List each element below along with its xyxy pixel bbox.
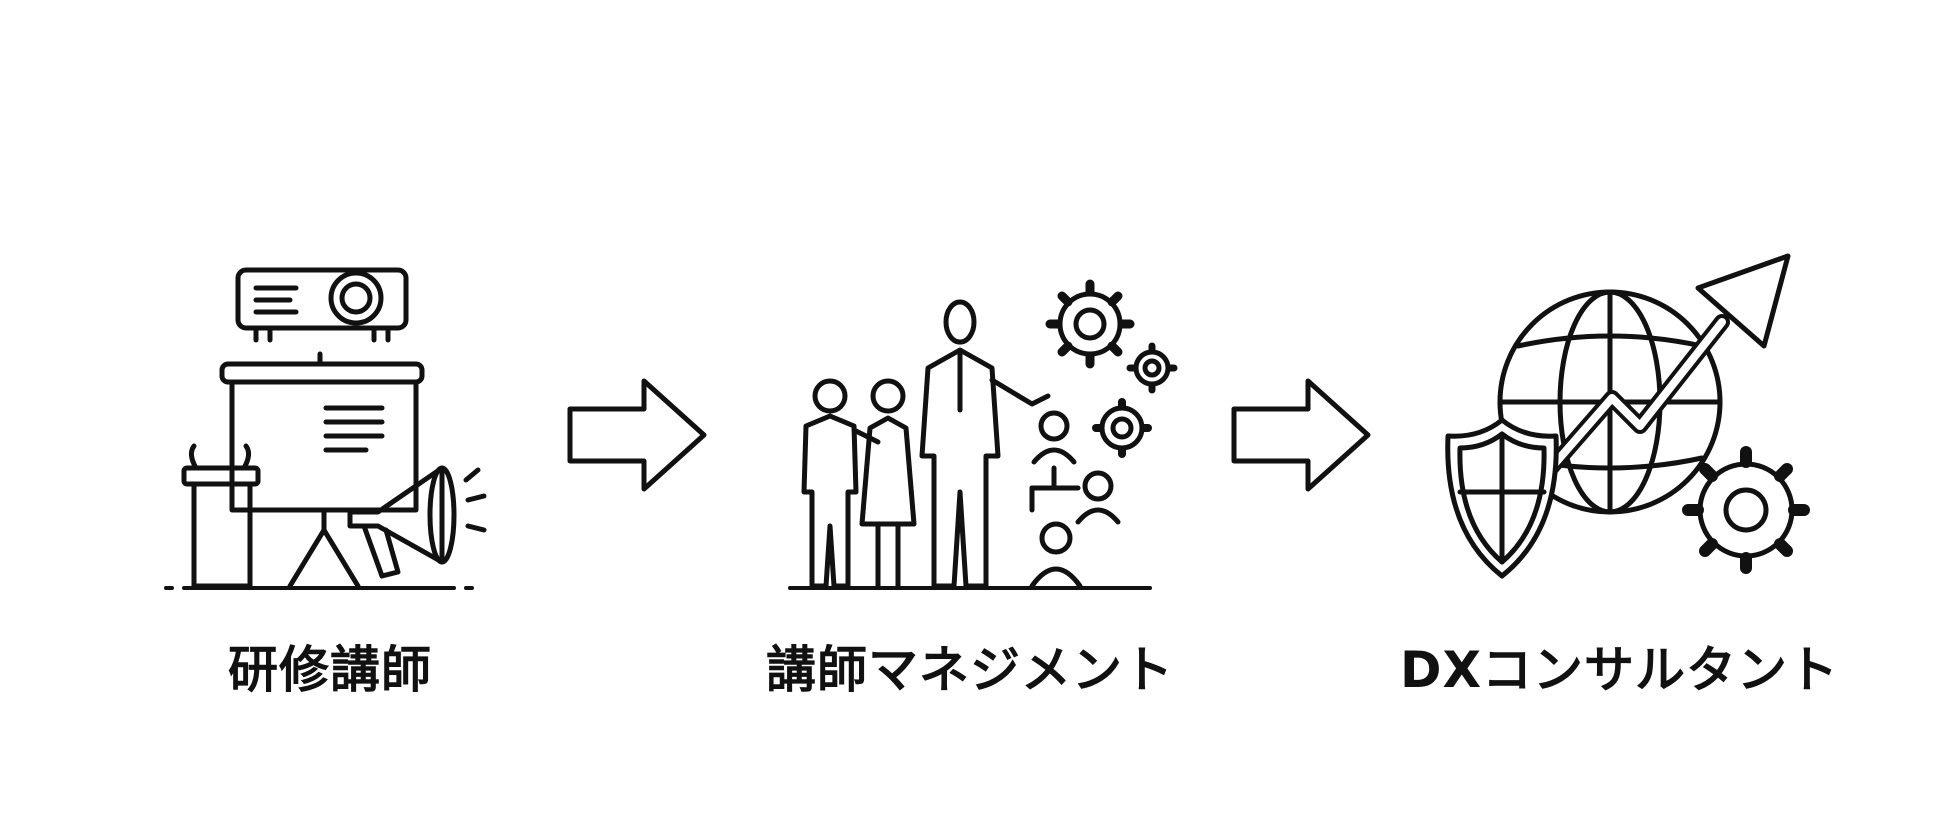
- gear-icon: [1045, 279, 1135, 369]
- podium-icon: [181, 443, 261, 589]
- step-dx-consultant: DXコンサルタント: [1400, 230, 1840, 700]
- org-chart-icon: [1029, 410, 1121, 589]
- megaphone-icon: [347, 465, 487, 579]
- step-label: DXコンサルタント: [1400, 641, 1840, 699]
- trend-up-arrow-icon: [1522, 253, 1791, 500]
- team-management-icon: [788, 279, 1178, 590]
- leader-figure-icon: [919, 299, 1051, 589]
- gear-icon: [1126, 342, 1178, 394]
- step-label: 講師マネジメント: [766, 641, 1174, 699]
- right-arrow-icon: [567, 378, 707, 492]
- shield-icon: [1445, 417, 1559, 579]
- step-instructor-management: 講師マネジメント: [760, 230, 1180, 700]
- gear-icon: [1092, 398, 1152, 458]
- step-label: 研修講師: [228, 641, 432, 699]
- step-training-instructor: 研修講師: [120, 230, 540, 700]
- right-arrow-icon: [1231, 378, 1371, 492]
- team-member-icon: [859, 378, 917, 589]
- projector-icon: [235, 267, 409, 343]
- presentation-training-icon: [164, 267, 487, 590]
- gear-icon: [1682, 446, 1810, 574]
- screen-board-icon: [219, 351, 425, 589]
- digital-transformation-icon: [1445, 253, 1810, 579]
